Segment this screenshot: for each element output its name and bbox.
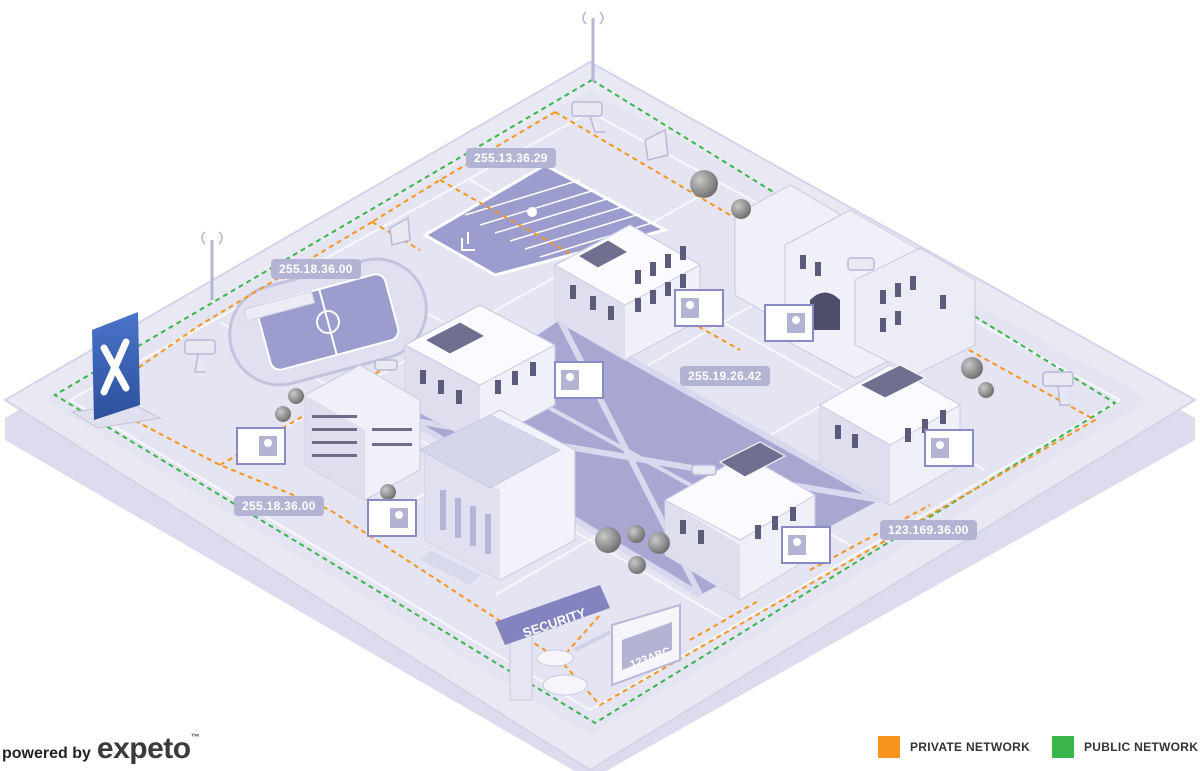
powered-by-text: powered by <box>2 745 91 762</box>
soccer-stadium <box>228 257 428 387</box>
ip-label-west: 255.18.36.00 <box>234 496 324 516</box>
building-library <box>418 409 576 585</box>
tree-icon <box>275 170 994 574</box>
ip-label-plaza: 255.19.26.42 <box>680 366 770 386</box>
trademark-symbol: ™ <box>190 732 200 742</box>
building-northeast <box>734 184 976 379</box>
expeto-device <box>70 312 162 429</box>
ip-label-stadium: 255.18.36.00 <box>271 259 361 279</box>
legend-public-label: PUBLIC NETWORK <box>1084 740 1199 754</box>
antenna-icon <box>201 11 604 300</box>
car-icon <box>536 649 588 696</box>
expeto-x-icon <box>100 338 130 396</box>
football-field <box>422 163 670 277</box>
building-west-center <box>403 304 557 446</box>
expeto-logo: expeto™ <box>96 732 200 766</box>
footer-brand: powered by expeto™ <box>2 732 200 766</box>
building-east <box>818 364 962 506</box>
brand-name-text: expeto <box>96 732 191 765</box>
ip-label-east: 123.169.36.00 <box>880 520 977 540</box>
legend-public-network: PUBLIC NETWORK <box>1052 736 1198 758</box>
id-card-icon <box>236 289 974 564</box>
plate-reader-screen: 123ABC <box>611 603 681 687</box>
legend-private-network: PRIVATE NETWORK <box>878 736 1030 758</box>
security-camera-icon <box>184 101 1074 476</box>
speaker-icon <box>389 128 669 246</box>
ip-label-field: 255.13.36.29 <box>466 148 556 168</box>
building-west <box>304 364 421 501</box>
legend-private-swatch <box>878 736 900 758</box>
solar-panel-icon <box>576 239 630 269</box>
building-south <box>663 441 816 601</box>
legend-private-label: PRIVATE NETWORK <box>910 740 1031 754</box>
legend-public-swatch <box>1052 736 1074 758</box>
